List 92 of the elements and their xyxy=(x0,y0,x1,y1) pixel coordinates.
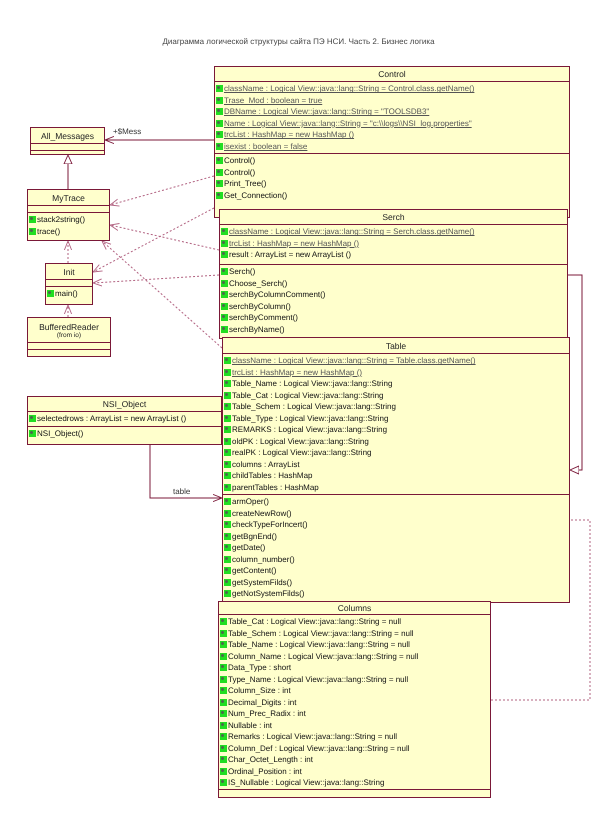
method-text: stack2string() xyxy=(37,215,86,224)
edge-label: table xyxy=(172,487,192,496)
arrow xyxy=(150,444,222,502)
arrow xyxy=(568,274,582,474)
arrow xyxy=(92,208,214,272)
method-text: Serch() xyxy=(229,267,256,276)
attribute-text: className : Logical View::java::lang::String = Table.class.getName() xyxy=(232,356,476,366)
method-text: checkTypeForIncert() xyxy=(232,520,308,530)
attribute-text: Column_Size : int xyxy=(228,686,291,696)
attribute-text: Remarks : Logical View::java::lang::String = null xyxy=(228,732,398,742)
class-box xyxy=(27,317,111,357)
attribute-text: className : Logical View::java::lang::String = Control.class.getName() xyxy=(224,84,474,94)
attribute-text: Table_Cat : Logical View::java::lang::String = null xyxy=(228,617,402,626)
method-text: column_number() xyxy=(232,554,295,564)
class-name: Table xyxy=(386,340,406,350)
method-text: NSI_Object() xyxy=(37,429,84,438)
class-name: Init xyxy=(63,266,75,276)
attribute-text: Type_Name : Logical View::java::lang::String = null xyxy=(228,674,408,684)
diagram-title: Диаграмма логической структуры сайта ПЭ НСИ. Часть 2. Бизнес логика xyxy=(162,37,435,46)
method-text: armOper() xyxy=(232,497,269,506)
class-box xyxy=(27,189,110,241)
method-text: Choose_Serch() xyxy=(229,278,288,288)
method-text: trace() xyxy=(37,226,60,236)
arrow xyxy=(64,240,72,264)
arrow xyxy=(64,154,72,190)
attribute-text: Nullable : int xyxy=(228,720,272,730)
attribute-text: columns : ArrayList xyxy=(232,460,300,469)
class-name: All_Messages xyxy=(41,130,94,140)
attribute-text: Num_Prec_Radix : int xyxy=(228,709,306,718)
class-name: Control xyxy=(378,69,406,79)
class-box xyxy=(222,337,570,603)
attribute-text: oldPK : Logical View::java::lang::String xyxy=(232,436,369,446)
attribute-text: Column_Name : Logical View::java::lang::String = null xyxy=(228,652,418,661)
attribute-text: Table_Name : Logical View::java::lang::String xyxy=(232,379,392,388)
attribute-text: className : Logical View::java::lang::String = Serch.class.getName() xyxy=(229,227,475,236)
attribute-text: Decimal_Digits : int xyxy=(228,698,296,707)
attribute-text: DBName : Logical View::java::lang::String = "TOOLSDB3" xyxy=(224,107,430,116)
method-text: serchByName() xyxy=(229,324,285,334)
attribute-text: Name : Logical View::java::lang::String = "c:\\logs\\NSI_log.properties" xyxy=(224,118,472,128)
connector-line xyxy=(490,520,590,700)
method-text: getDate() xyxy=(232,543,266,552)
class-name: NSI_Object xyxy=(102,399,146,409)
method-text: getNotSystemFilds() xyxy=(232,589,304,598)
attribute-text: Table_Schem : Logical View::java::lang::String xyxy=(232,402,396,412)
attribute-text: Table_Cat : Logical View::java::lang::String xyxy=(232,390,384,400)
method-text: getBgnEnd() xyxy=(232,532,277,541)
attribute-text: childTables : HashMap xyxy=(232,471,312,480)
method-text: getContent() xyxy=(232,566,276,576)
method-text: Control() xyxy=(224,156,256,166)
arrow xyxy=(110,176,214,206)
attribute-text: Table_Name : Logical View::java::lang::String = null xyxy=(228,640,410,650)
attribute-text: result : ArrayList = new ArrayList () xyxy=(229,250,352,260)
arrow xyxy=(104,136,214,144)
attribute-text: IS_Nullable : Logical View::java::lang::String xyxy=(228,778,384,788)
arrow xyxy=(110,223,220,250)
method-text: main() xyxy=(55,289,78,298)
class-name: Columns xyxy=(338,603,372,613)
class-box xyxy=(30,127,105,155)
method-text: serchByColumn() xyxy=(229,302,291,311)
attribute-text: REMARKS : Logical View::java::lang::String xyxy=(232,425,388,434)
class-box xyxy=(218,601,491,798)
class-box xyxy=(45,263,93,305)
arrow xyxy=(92,274,220,286)
method-text: serchByColumnComment() xyxy=(229,290,326,300)
class-name: Serch xyxy=(382,212,405,222)
attribute-text: trcList : HashMap = new HashMap () xyxy=(224,130,354,140)
attribute-text: isexist : boolean = false xyxy=(224,142,308,151)
attribute-text: parentTables : HashMap xyxy=(232,482,319,492)
method-text: Print_Tree() xyxy=(224,179,266,188)
edge-label: +$Mess xyxy=(112,127,142,136)
method-text: getSystemFilds() xyxy=(232,578,292,587)
class-box xyxy=(219,209,568,339)
attribute-text: Table_Schem : Logical View::java::lang::String = null xyxy=(228,628,414,638)
attribute-text: Column_Def : Logical View::java::lang::String = null xyxy=(228,744,410,753)
attribute-text: Trase_Mod : boolean = true xyxy=(224,96,322,105)
method-text: createNewRow() xyxy=(232,508,292,518)
class-name: MyTrace xyxy=(52,192,85,202)
attribute-text: Ordinal_Position : int xyxy=(228,766,302,776)
method-text: Get_Connection() xyxy=(224,190,288,200)
attribute-text: realPK : Logical View::java::lang::String xyxy=(232,448,372,458)
attribute-text: Char_Octet_Length : int xyxy=(228,755,313,764)
class-box xyxy=(27,396,222,445)
attribute-text: trcList : HashMap = new HashMap () xyxy=(232,368,362,377)
arrow xyxy=(102,240,222,348)
attribute-text: selectedrows : ArrayList = new ArrayList () xyxy=(37,414,186,424)
arrow xyxy=(64,304,72,318)
method-text: Control() xyxy=(224,168,256,177)
attribute-text: trcList : HashMap = new HashMap () xyxy=(229,238,360,248)
method-text: serchByComment() xyxy=(229,313,298,322)
attribute-text: Table_Type : Logical View::java::lang::String xyxy=(232,414,388,423)
attribute-text: Data_Type : short xyxy=(228,663,292,672)
class-name: BufferedReader xyxy=(39,322,99,332)
